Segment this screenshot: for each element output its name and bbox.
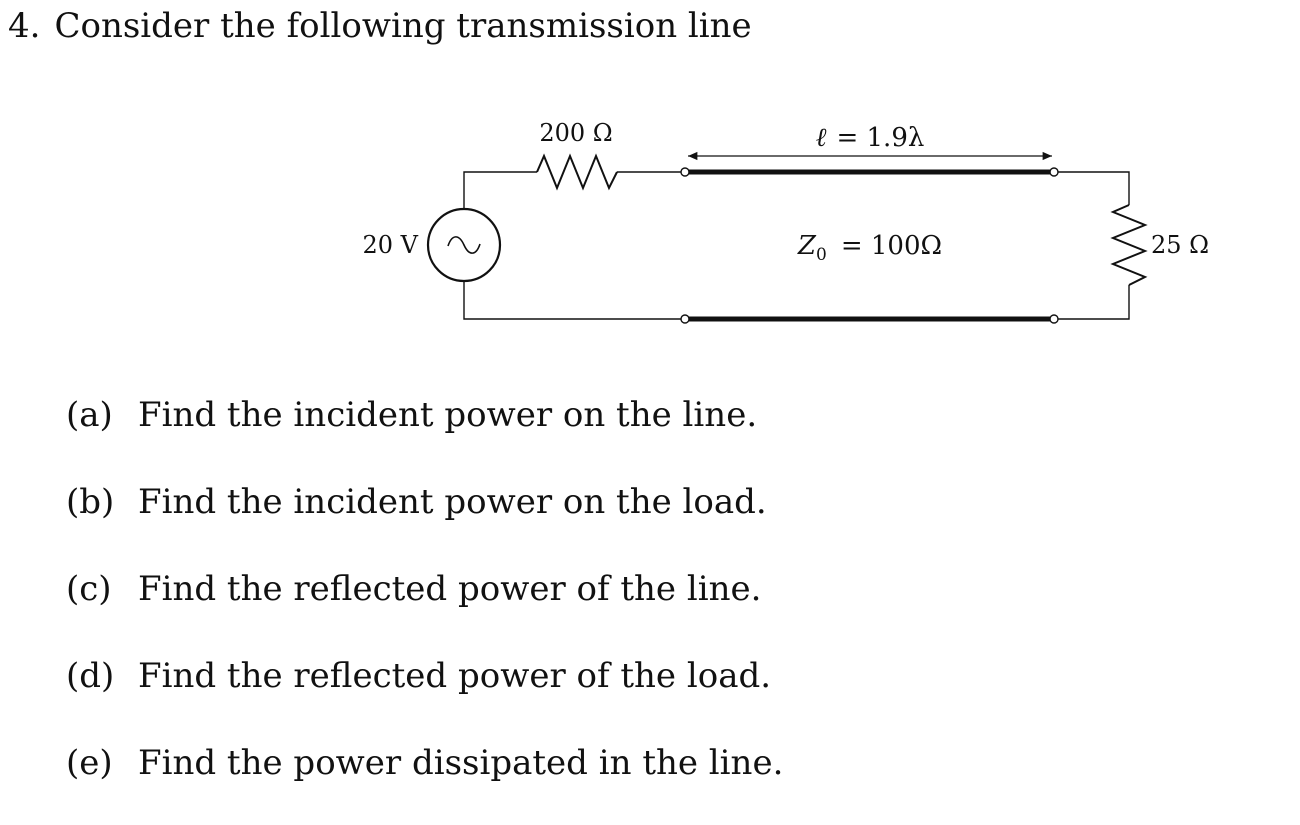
part-text: Find the incident power on the line. bbox=[138, 395, 758, 435]
problem-title: Consider the following transmission line bbox=[54, 6, 752, 46]
circuit-wires bbox=[463, 171, 1130, 320]
characteristic-impedance-label: Z0 = 100Ω bbox=[797, 231, 942, 265]
circuit-diagram: 20 V 200 Ω ℓ = 1.9λ Z0 = 100Ω 25 Ω bbox=[363, 119, 1209, 324]
part-marker: (a) bbox=[66, 395, 113, 435]
question-part-e: (e) Find the power dissipated in the line… bbox=[66, 738, 783, 825]
part-marker: (c) bbox=[66, 569, 112, 609]
load-resistor-symbol bbox=[1110, 204, 1148, 286]
question-parts-list: (a)Find the incident power on the line. … bbox=[66, 390, 783, 825]
question-part-a: (a) Find the incident power on the line. bbox=[66, 390, 783, 477]
impedance-value: = 100Ω bbox=[841, 231, 942, 261]
terminal-output-top bbox=[1049, 167, 1059, 177]
problem-number: 4. bbox=[8, 6, 41, 46]
question-part-b: (b) Find the incident power on the load. bbox=[66, 477, 783, 564]
wire-source-bottom bbox=[463, 282, 685, 320]
part-text: Find the reflected power of the line. bbox=[138, 569, 762, 609]
line-length-value: = 1.9λ bbox=[836, 123, 924, 153]
question-part-d: (d) Find the reflected power of the load. bbox=[66, 651, 783, 738]
ac-source-icon bbox=[426, 207, 502, 283]
impedance-subscript: 0 bbox=[816, 245, 827, 265]
load-resistor-label: 25 Ω bbox=[1151, 231, 1209, 259]
line-length-label: ℓ = 1.9λ bbox=[816, 123, 925, 153]
terminal-output-bottom bbox=[1049, 314, 1059, 324]
wire-source-top bbox=[463, 171, 537, 208]
source-voltage-label: 20 V bbox=[363, 231, 419, 259]
part-marker: (b) bbox=[66, 482, 115, 522]
question-part-c: (c) Find the reflected power of the line. bbox=[66, 564, 783, 651]
part-text: Find the reflected power of the load. bbox=[138, 656, 772, 696]
part-marker: (d) bbox=[66, 656, 115, 696]
series-resistor-label: 200 Ω bbox=[539, 119, 612, 147]
part-text: Find the power dissipated in the line. bbox=[138, 743, 784, 783]
wire-line-to-load-bottom bbox=[1054, 285, 1130, 320]
terminal-input-top bbox=[680, 167, 690, 177]
terminals bbox=[680, 167, 1059, 324]
part-text: Find the incident power on the load. bbox=[138, 482, 767, 522]
wire-line-to-load-top bbox=[1054, 171, 1130, 205]
series-resistor-symbol bbox=[536, 153, 618, 191]
part-marker: (e) bbox=[66, 743, 113, 783]
problem-heading: 4. Consider the following transmission li… bbox=[8, 4, 752, 48]
impedance-symbol: Z bbox=[797, 231, 817, 261]
line-length-symbol: ℓ bbox=[816, 123, 827, 153]
terminal-input-bottom bbox=[680, 314, 690, 324]
